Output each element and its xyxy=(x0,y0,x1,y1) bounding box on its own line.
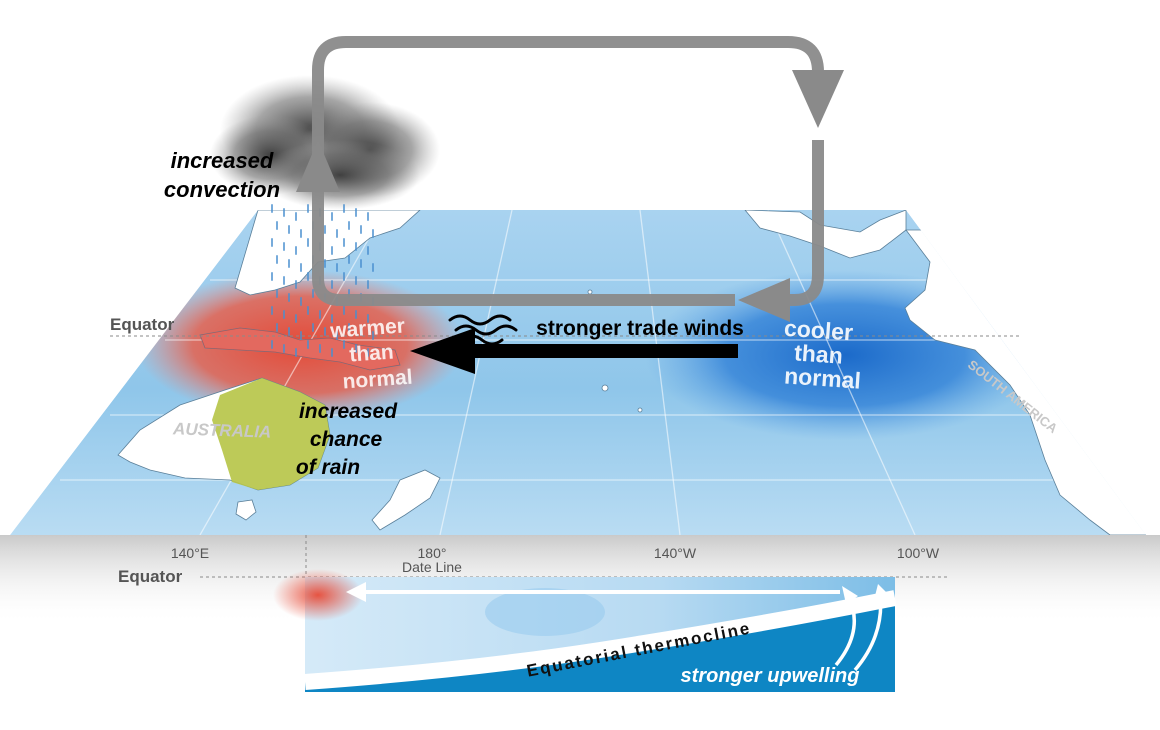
trade-winds-label: stronger trade winds xyxy=(536,317,744,340)
upwelling-label: stronger upwelling xyxy=(681,665,860,687)
warmer-label-2: than xyxy=(349,340,395,366)
cooler-label-1: cooler xyxy=(783,315,854,346)
longitude-100w: 100°W xyxy=(897,545,940,561)
pacific-map xyxy=(10,210,1146,535)
island xyxy=(587,289,593,295)
walker-circulation-arrow xyxy=(296,36,844,322)
longitude-180: 180° xyxy=(418,545,447,561)
equator-label-bottom: Equator xyxy=(118,567,183,586)
rain-region xyxy=(212,378,330,490)
convection-label-1: increased xyxy=(171,148,274,173)
australia-label: AUSTRALIA xyxy=(172,419,272,441)
upwelling-arrows xyxy=(834,591,883,672)
cooler-label-3: normal xyxy=(783,362,861,393)
left-arrowhead xyxy=(738,278,790,322)
longitude-140w: 140°W xyxy=(654,545,697,561)
mixing-zone xyxy=(485,588,605,636)
up-arrowhead xyxy=(296,140,340,192)
thermocline-band xyxy=(304,590,897,690)
convection-label-2: convection xyxy=(164,177,280,202)
down-arrowhead xyxy=(792,70,844,128)
cooler-label-2: than xyxy=(793,339,843,368)
island xyxy=(601,384,609,392)
trade-wind-arrow xyxy=(410,314,738,374)
warmer-label-3: normal xyxy=(342,366,413,394)
equator-label-top: Equator xyxy=(110,315,175,334)
wind-icon xyxy=(448,314,518,346)
warm-pool xyxy=(273,569,363,621)
surface-current-arrowhead xyxy=(346,582,366,602)
rain-label-2: chance xyxy=(310,428,383,451)
date-line-label: Date Line xyxy=(402,559,462,575)
rain-label-3: of rain xyxy=(296,456,360,479)
ocean-cross-section xyxy=(273,569,897,692)
deep-cold-layer xyxy=(305,598,895,692)
upwelling-arrowhead xyxy=(874,584,892,600)
new-zealand xyxy=(371,469,441,531)
upwelling-arrowhead xyxy=(842,586,858,604)
island xyxy=(637,407,643,413)
storm-cloud xyxy=(210,75,440,210)
warm-islands xyxy=(200,328,400,370)
rain-label-1: increased xyxy=(299,400,398,423)
warmer-label-1: warmer xyxy=(328,314,405,342)
tasmania xyxy=(235,499,257,521)
longitude-140e: 140°E xyxy=(171,545,209,561)
